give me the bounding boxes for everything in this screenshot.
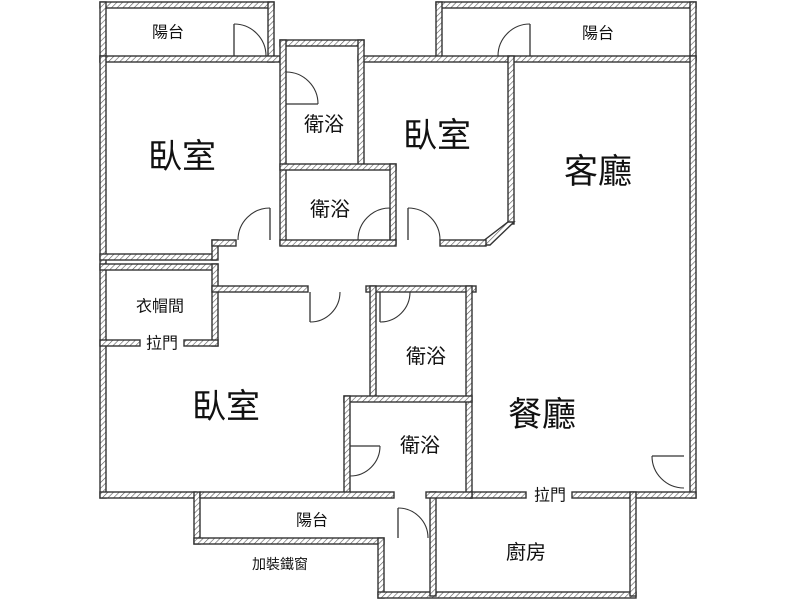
kitchen-label: 廚房 xyxy=(506,540,546,564)
wall xyxy=(689,1,697,61)
wall xyxy=(343,395,351,497)
wall xyxy=(183,339,219,347)
bath-lower-1-label: 衛浴 xyxy=(406,344,446,368)
wall xyxy=(365,285,477,293)
wall xyxy=(99,253,217,261)
balcony-bottom-label: 陽台 xyxy=(296,511,328,530)
wall xyxy=(425,491,473,499)
wall xyxy=(469,491,527,499)
wall xyxy=(507,55,515,225)
dining-room-label: 餐廳 xyxy=(508,395,576,435)
wall xyxy=(279,239,397,247)
sliding-door-closet-label: 拉門 xyxy=(146,334,178,353)
bath-upper-2-label: 衛浴 xyxy=(310,197,350,221)
wall xyxy=(279,163,397,171)
wall xyxy=(211,263,219,347)
wall xyxy=(369,285,377,401)
wall xyxy=(689,55,697,499)
wall xyxy=(199,491,395,499)
closet-label: 衣帽間 xyxy=(136,297,184,316)
wall xyxy=(439,239,487,247)
wall xyxy=(193,491,201,545)
wall xyxy=(357,39,365,169)
wall xyxy=(357,55,697,63)
wall xyxy=(99,339,141,347)
wall xyxy=(99,55,281,63)
wall xyxy=(267,1,275,63)
wall xyxy=(343,395,473,403)
wall xyxy=(435,1,443,59)
wall xyxy=(99,1,107,63)
wall xyxy=(99,491,197,499)
balcony-top-left-label: 陽台 xyxy=(152,23,184,42)
wall xyxy=(435,1,697,9)
living-room-label: 客廳 xyxy=(564,152,632,192)
bedroom-upper-middle-label: 臥室 xyxy=(403,116,471,156)
wall xyxy=(629,491,637,597)
sliding-door-kitchen-label: 拉門 xyxy=(534,486,566,505)
bedroom-lower-label: 臥室 xyxy=(192,387,260,427)
wall xyxy=(99,263,219,271)
bath-upper-1-label: 衛浴 xyxy=(304,112,344,136)
wall xyxy=(377,591,637,599)
wall xyxy=(429,491,437,597)
bath-lower-2-label: 衛浴 xyxy=(400,433,440,457)
wall xyxy=(389,163,397,245)
walls xyxy=(99,1,697,599)
wall xyxy=(193,537,385,545)
wall xyxy=(377,537,385,599)
wall xyxy=(99,1,275,9)
bedroom-upper-left-label: 臥室 xyxy=(148,137,216,177)
wall xyxy=(279,39,287,246)
wall xyxy=(465,285,473,499)
wall xyxy=(475,221,516,246)
window-note-label: 加裝鐵窗 xyxy=(252,556,308,573)
doors xyxy=(233,23,685,539)
wall xyxy=(211,285,309,293)
wall xyxy=(211,239,237,247)
wall xyxy=(279,39,365,47)
balcony-top-right-label: 陽台 xyxy=(582,24,614,43)
wall xyxy=(99,55,107,499)
